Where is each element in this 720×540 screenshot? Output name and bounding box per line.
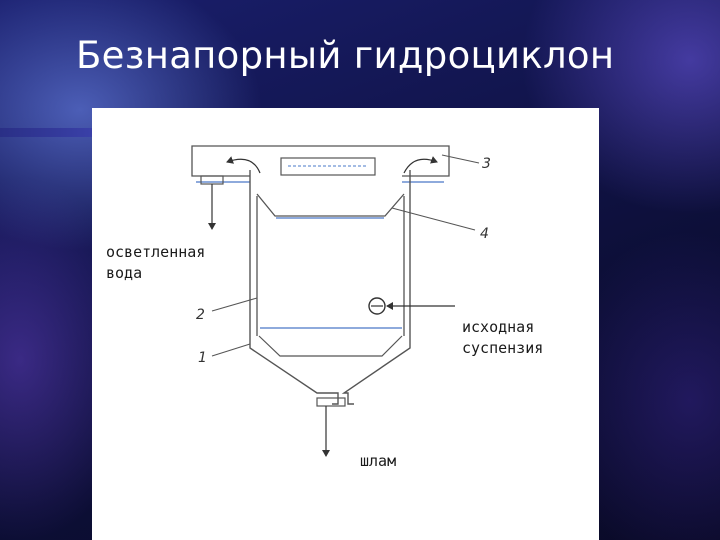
label-sludge: шлам	[360, 452, 396, 470]
lower-cone	[258, 335, 403, 357]
leader-line-1	[211, 343, 251, 357]
accent-bar	[0, 128, 92, 137]
leader-line-4	[391, 207, 476, 231]
clarified-water-outlet	[200, 175, 224, 230]
hydrocyclone-diagram: 3 4 2 1 осветленная вода исходная суспен…	[106, 145, 543, 470]
label-clarified-water-line2: вода	[106, 264, 142, 282]
slide-title: Безнапорный гидроциклон	[76, 34, 615, 77]
leader-line-3	[441, 154, 480, 164]
overflow-arrow-right	[403, 156, 438, 174]
callout-3: 3	[482, 156, 491, 172]
label-clarified-water-line1: осветленная	[106, 243, 205, 261]
callout-4: 4	[480, 226, 489, 242]
inner-vessel-walls	[256, 196, 405, 336]
feed-inlet	[368, 297, 455, 315]
label-feed-suspension-line2: суспензия	[462, 339, 543, 357]
label-feed-suspension-line1: исходная	[462, 318, 534, 336]
hydrocyclone-diagram-panel: 3 4 2 1 осветленная вода исходная суспен…	[92, 108, 599, 540]
leader-line-2	[211, 297, 258, 312]
upper-cone-baffle	[256, 193, 405, 217]
callout-1: 1	[198, 350, 207, 366]
outer-vessel-body	[249, 170, 411, 405]
callout-2: 2	[196, 307, 205, 323]
sludge-outlet	[316, 397, 346, 457]
overflow-arrow-left	[226, 156, 261, 174]
